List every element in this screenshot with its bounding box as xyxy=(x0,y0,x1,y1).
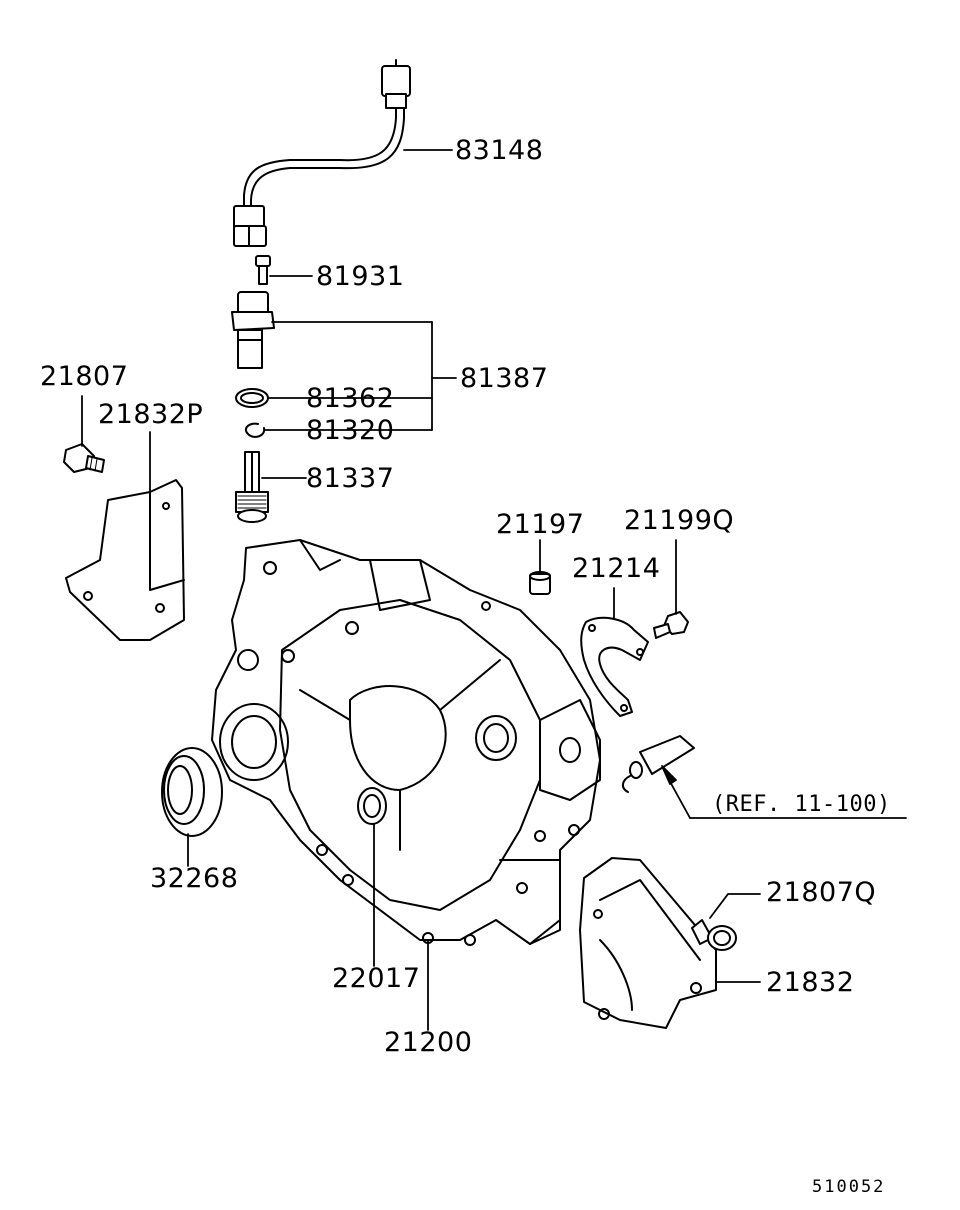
label-22017: 22017 xyxy=(332,963,421,994)
driven-gear-drawing xyxy=(235,451,269,523)
bolt-21807-drawing xyxy=(63,443,105,473)
speed-sensor-drawing xyxy=(231,291,275,369)
bracket-21832-drawing xyxy=(579,857,717,1029)
leader-lines xyxy=(81,149,907,1031)
bolt-21807q-drawing xyxy=(691,919,737,951)
oil-seal-22017-drawing xyxy=(357,787,387,825)
wire-harness-drawing xyxy=(233,59,411,247)
diagram-number: 510052 xyxy=(812,1177,886,1197)
bolt-21199q-drawing xyxy=(653,611,689,639)
label-83148: 83148 xyxy=(455,135,544,166)
label-21200: 21200 xyxy=(384,1027,473,1058)
label-81320: 81320 xyxy=(306,415,395,446)
label-21807: 21807 xyxy=(40,361,129,392)
label-21832: 21832 xyxy=(766,967,855,998)
label-32268: 32268 xyxy=(150,863,239,894)
snap-ring-drawing xyxy=(244,422,266,438)
label-21199q: 21199Q xyxy=(624,505,735,536)
label-81362: 81362 xyxy=(306,383,395,414)
oil-seal-32268-drawing xyxy=(161,747,223,837)
transaxle-case-drawing xyxy=(211,539,601,946)
breather-ref-drawing xyxy=(622,735,695,793)
label-81387: 81387 xyxy=(460,363,549,394)
label-21214: 21214 xyxy=(572,553,661,584)
plate-21214-drawing xyxy=(580,616,649,717)
screw-drawing xyxy=(255,255,271,285)
label-81931: 81931 xyxy=(316,261,405,292)
reference-note: (REF. 11-100) xyxy=(712,792,891,817)
label-21807q: 21807Q xyxy=(766,877,877,908)
bracket-21832p-drawing xyxy=(65,479,185,641)
label-21197: 21197 xyxy=(496,509,585,540)
label-81337: 81337 xyxy=(306,463,395,494)
plug-21197-drawing xyxy=(529,571,551,595)
label-21832p: 21832P xyxy=(98,399,204,430)
